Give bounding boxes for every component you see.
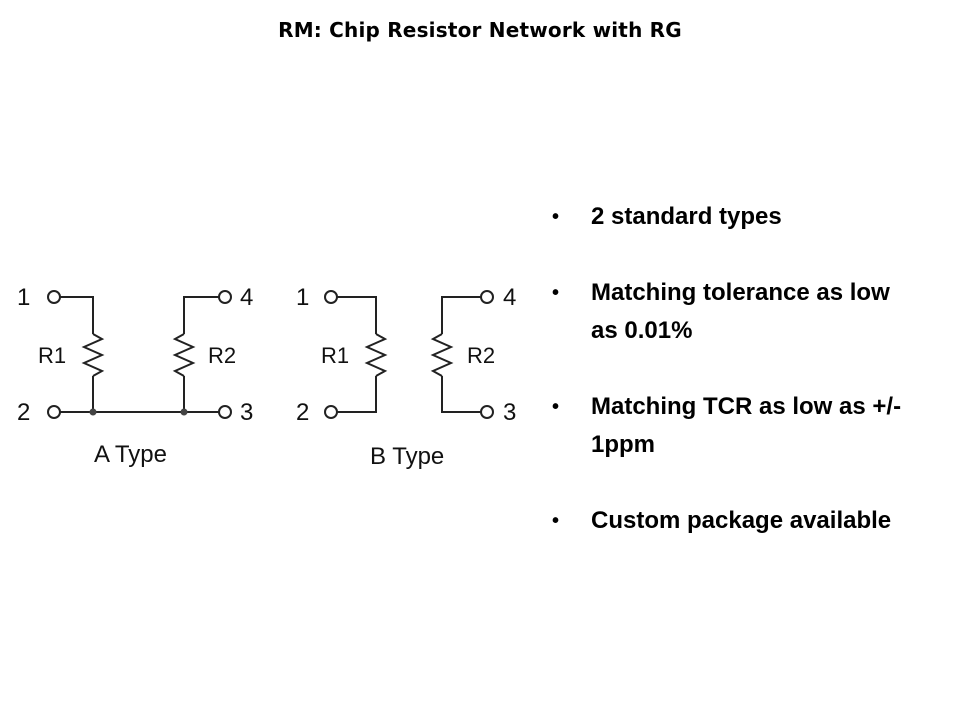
a-terminal-1 <box>47 290 61 304</box>
a-terminal-2-label: 2 <box>17 399 30 426</box>
b-r1-resistor-zigzag <box>364 333 388 377</box>
bullet-icon: • <box>552 282 560 304</box>
feature-item: • Custom package available <box>548 502 958 540</box>
a-r2-top-wire <box>183 296 219 334</box>
a-r2-resistor-zigzag <box>172 333 196 377</box>
feature-item: • Matching TCR as low as +/- 1ppm <box>548 388 921 464</box>
b-terminal-1 <box>324 290 338 304</box>
a-terminal-3-label: 3 <box>240 399 253 426</box>
b-r2-top-wire <box>441 296 481 334</box>
b-r1-label: R1 <box>321 343 349 368</box>
b-r1-bottom-wire <box>337 376 377 413</box>
b-terminal-4 <box>480 290 494 304</box>
b-terminal-2-label: 2 <box>296 399 309 426</box>
b-type-label: B Type <box>370 443 444 470</box>
a-r2-label: R2 <box>208 343 236 368</box>
b-r1-top-wire <box>337 296 377 334</box>
a-terminal-4 <box>218 290 232 304</box>
a-junction-node-right <box>180 408 188 416</box>
a-terminal-4-label: 4 <box>240 284 253 311</box>
b-r2-label: R2 <box>467 343 495 368</box>
bullet-icon: • <box>552 396 560 418</box>
a-type-label: A Type <box>94 441 167 468</box>
slide-title: RM: Chip Resistor Network with RG <box>278 18 682 42</box>
feature-text: 2 standard types <box>591 203 782 230</box>
b-terminal-3 <box>480 405 494 419</box>
a-terminal-3 <box>218 405 232 419</box>
a-terminal-1-label: 1 <box>17 284 30 311</box>
b-terminal-4-label: 4 <box>503 284 516 311</box>
b-terminal-1-label: 1 <box>296 284 309 311</box>
a-r1-label: R1 <box>38 343 66 368</box>
b-type-diagram: 1 2 3 4 R1 R2 B Type <box>296 284 516 470</box>
b-r2-resistor-zigzag <box>430 333 454 377</box>
b-terminal-3-label: 3 <box>503 399 516 426</box>
b-terminal-2 <box>324 405 338 419</box>
a-r1-top-wire <box>60 296 94 334</box>
feature-item: • Matching tolerance as low as 0.01% <box>548 274 891 350</box>
feature-list: • 2 standard types • Matching tolerance … <box>548 198 958 578</box>
bullet-icon: • <box>552 510 560 532</box>
a-type-diagram: 1 2 3 4 R1 R2 A Type <box>17 284 253 468</box>
feature-text: Matching TCR as low as +/- 1ppm <box>591 393 902 458</box>
b-r2-bottom-wire <box>441 376 481 413</box>
bullet-icon: • <box>552 206 560 228</box>
a-terminal-2 <box>47 405 61 419</box>
a-junction-node-left <box>89 408 97 416</box>
feature-text: Matching tolerance as low as 0.01% <box>591 279 890 344</box>
feature-item: • 2 standard types <box>548 198 958 236</box>
a-r1-resistor-zigzag <box>81 333 105 377</box>
feature-text: Custom package available <box>591 507 892 534</box>
